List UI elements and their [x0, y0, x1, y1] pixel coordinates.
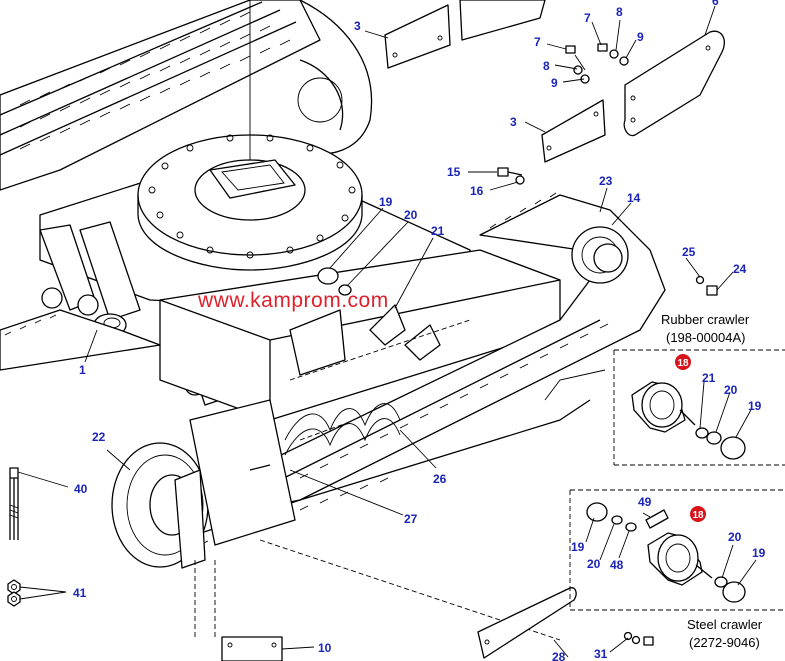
rubber-crawler-inset — [544, 349, 785, 466]
badge-18-steel: 18 — [690, 506, 706, 522]
callout-1: 1 — [79, 363, 86, 377]
callout-9: 9 — [637, 30, 644, 44]
callout-15: 15 — [447, 165, 461, 179]
callout-26: 26 — [433, 472, 447, 486]
callout-10: 10 — [318, 641, 332, 655]
callout-21: 21 — [702, 371, 716, 385]
callout-41: 41 — [73, 586, 87, 600]
bolts-15-16 — [497, 167, 525, 185]
callout-19: 19 — [571, 540, 585, 554]
watermark: www.kamprom.com — [197, 289, 389, 312]
callout-22: 22 — [92, 430, 106, 444]
callout-20: 20 — [404, 208, 418, 222]
callout-20: 20 — [587, 557, 601, 571]
cap-19-nut-20 — [317, 267, 352, 296]
bolt-40 — [9, 467, 19, 540]
main-track — [0, 192, 666, 546]
svg-text:18: 18 — [677, 358, 689, 369]
plate-10 — [221, 636, 283, 661]
plate-3-lower — [541, 99, 606, 163]
bolts-24-25 — [695, 275, 718, 296]
callout-20: 20 — [724, 383, 738, 397]
callout-48: 48 — [610, 558, 624, 572]
leader-lines — [17, 5, 757, 658]
callout-6: 6 — [712, 0, 719, 8]
callout-9: 9 — [551, 76, 558, 90]
callout-8: 8 — [543, 59, 550, 73]
steel-crawler-part-number: (2272-9046) — [689, 635, 760, 650]
rubber-crawler-part-number: (198-00004A) — [666, 330, 746, 345]
callout-40: 40 — [74, 482, 88, 496]
callout-49: 49 — [638, 495, 652, 509]
callout-16: 16 — [470, 184, 484, 198]
bolts-31 — [623, 631, 654, 646]
idler-assembly — [111, 399, 561, 641]
callout-19: 19 — [748, 399, 762, 413]
callout-31: 31 — [594, 647, 608, 661]
callout-21: 21 — [431, 224, 445, 238]
callout-7: 7 — [534, 35, 541, 49]
callout-7: 7 — [584, 11, 591, 25]
callout-8: 8 — [616, 5, 623, 19]
steel-crawler-inset — [569, 489, 785, 611]
callout-19: 19 — [379, 195, 393, 209]
plate-28 — [477, 587, 577, 659]
bolts-7-8-9 — [565, 43, 629, 84]
callout-3: 3 — [354, 19, 361, 33]
callout-23: 23 — [599, 174, 613, 188]
callout-28: 28 — [552, 650, 566, 661]
callout-24: 24 — [733, 262, 747, 276]
plate-3-upper — [384, 0, 546, 69]
rubber-crawler-title: Rubber crawler — [661, 312, 750, 327]
callout-14: 14 — [627, 191, 641, 205]
badge-18-rubber: 18 — [675, 354, 691, 370]
svg-text:18: 18 — [692, 510, 704, 521]
steel-crawler-title: Steel crawler — [687, 617, 763, 632]
callout-27: 27 — [404, 512, 418, 526]
callout-3: 3 — [510, 115, 517, 129]
plate-6 — [623, 30, 725, 137]
callout-25: 25 — [682, 245, 696, 259]
nuts-41 — [7, 579, 21, 607]
callout-19: 19 — [752, 546, 766, 560]
track-upper-left — [0, 0, 373, 191]
callout-20: 20 — [728, 530, 742, 544]
